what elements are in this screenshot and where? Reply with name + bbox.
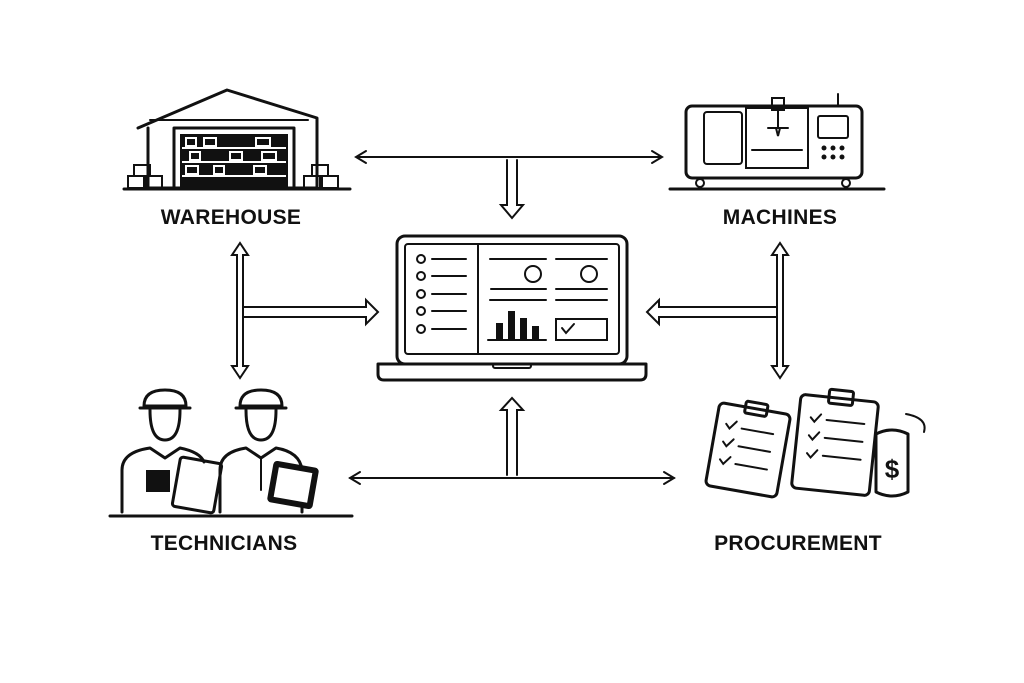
connector-left xyxy=(230,241,380,380)
connector-top xyxy=(354,150,664,220)
warehouse-label: WAREHOUSE xyxy=(160,206,302,229)
procurement-label: PROCUREMENT xyxy=(714,532,882,555)
machines-label: MACHINES xyxy=(722,206,838,229)
technicians-icon xyxy=(108,388,354,518)
svg-text:$: $ xyxy=(885,454,900,484)
connector-bottom xyxy=(348,396,676,485)
warehouse-icon xyxy=(122,88,352,191)
technicians-label: TECHNICIANS xyxy=(150,532,298,555)
cnc-machine-icon xyxy=(668,93,886,191)
clipboard-money-icon: $ xyxy=(704,387,926,499)
laptop-dashboard-icon xyxy=(376,234,648,382)
connector-right xyxy=(645,241,790,380)
